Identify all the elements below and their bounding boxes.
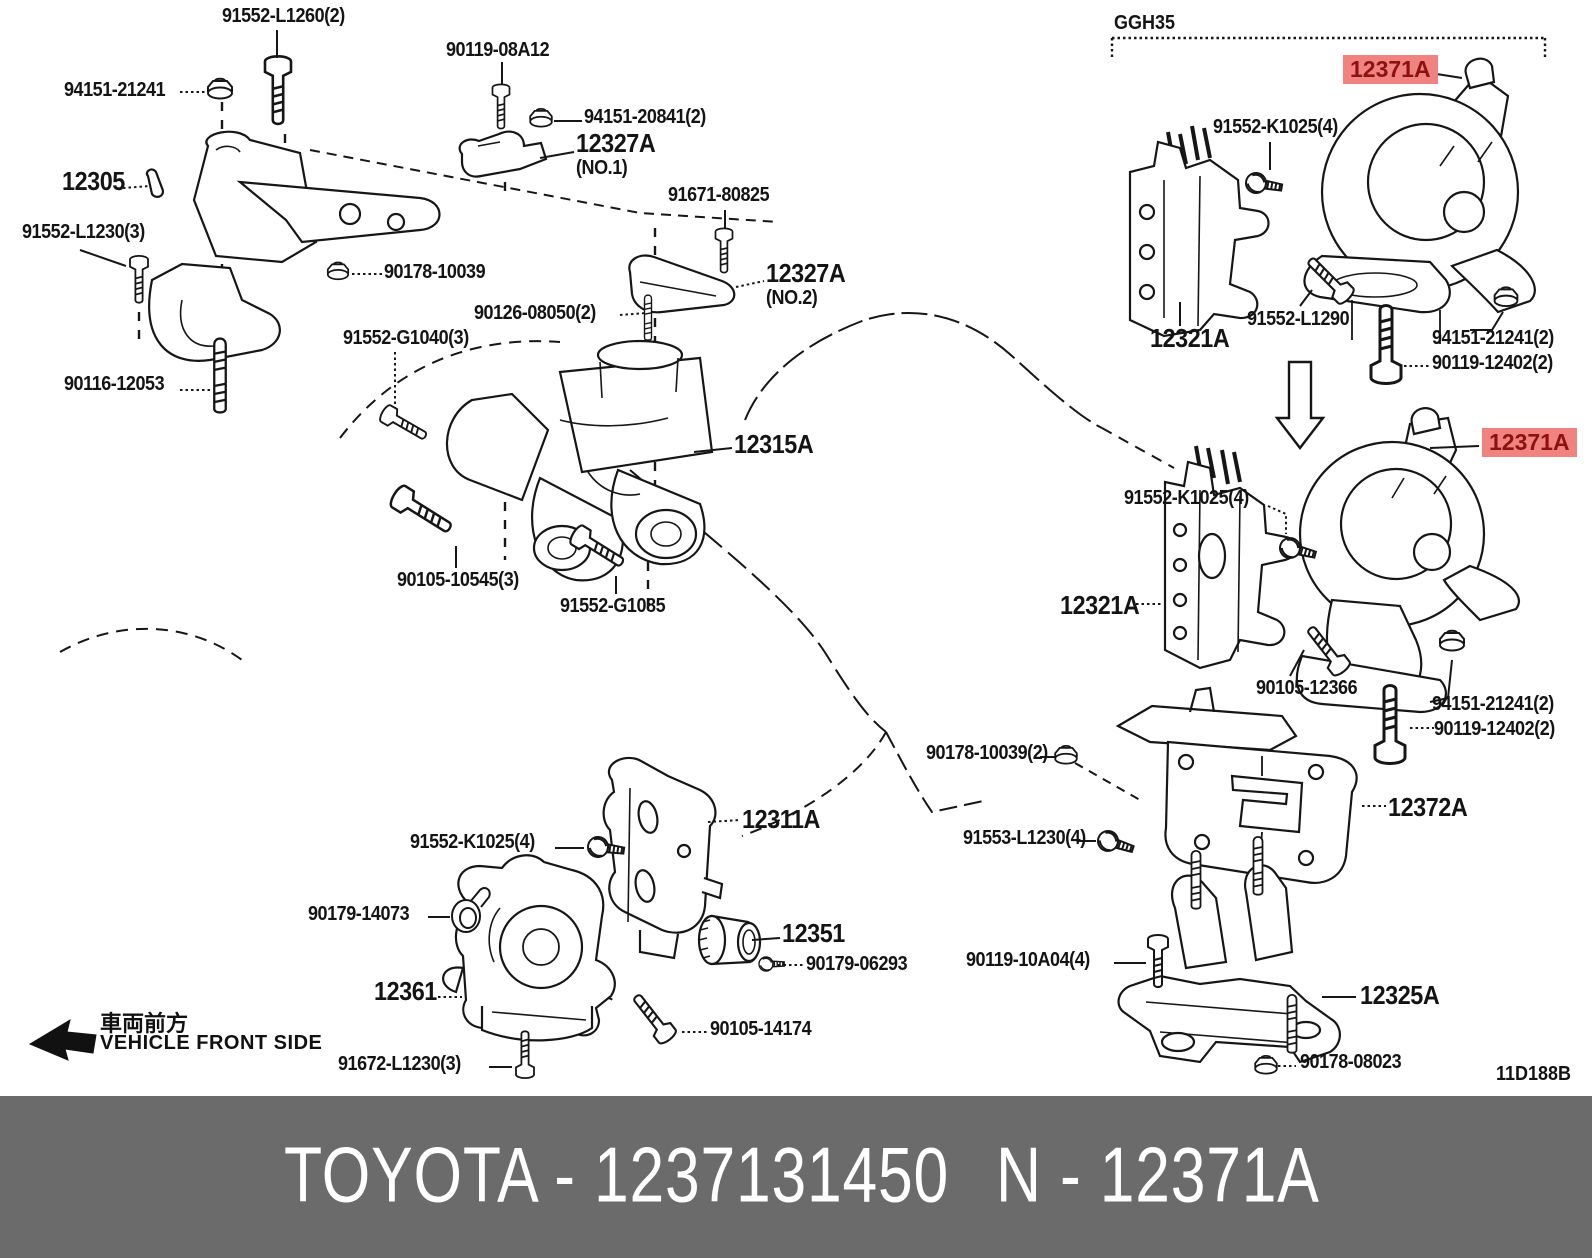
part-label-90105-10545: 90105-10545(3) bbox=[397, 569, 519, 591]
part-drawing-12321a-lower bbox=[1163, 445, 1298, 670]
vehicle-front-label-jp: 車両前方 bbox=[100, 1011, 189, 1036]
highlighted-part-label-12371a-lower[interactable]: 12371A bbox=[1482, 428, 1577, 458]
highlighted-part-label-12371a-top[interactable]: 12371A bbox=[1343, 55, 1438, 85]
part-drawing-12371a-lower bbox=[1295, 407, 1520, 734]
part-label-94151-20841: 94151-20841(2) bbox=[584, 106, 706, 128]
part-label-90126-08050: 90126-08050(2) bbox=[474, 302, 596, 324]
part-label-12327a-no2: 12327A bbox=[766, 258, 846, 288]
vehicle-front-arrow-icon bbox=[28, 1018, 97, 1061]
leader-lines bbox=[79, 30, 1504, 1068]
part-label-90119-10A04: 90119-10A04(4) bbox=[966, 949, 1090, 971]
part-label-94151-21241-2-top: 94151-21241(2) bbox=[1432, 327, 1554, 349]
part-drawing-12351 bbox=[697, 914, 762, 966]
part-label-12351: 12351 bbox=[782, 918, 845, 948]
part-label-94151-21241-2-lower: 94151-21241(2) bbox=[1432, 693, 1554, 715]
part-label-12325a: 12325A bbox=[1360, 980, 1440, 1010]
part-label-no1: (NO.1) bbox=[576, 157, 628, 179]
part-label-12372a: 12372A bbox=[1388, 792, 1468, 822]
part-label-91552-L1290: 91552-L1290 bbox=[1247, 308, 1350, 330]
part-drawing-12325a bbox=[1117, 864, 1341, 1064]
part-label-12321a-lower: 12321A bbox=[1060, 590, 1140, 620]
part-drawing-12372a bbox=[1115, 686, 1358, 884]
part-label-12305: 12305 bbox=[62, 166, 125, 196]
part-label-90119-08A12: 90119-08A12 bbox=[446, 39, 550, 61]
part-label-91552-K1025-bl: 91552-K1025(4) bbox=[410, 831, 535, 853]
part-label-90119-12402-top: 90119-12402(2) bbox=[1432, 352, 1553, 374]
part-drawing-12305 bbox=[145, 130, 441, 362]
part-label-91553-L1230: 91553-L1230(4) bbox=[963, 827, 1086, 849]
part-drawing-12371a-top bbox=[1303, 57, 1536, 344]
part-label-90178-10039-2: 90178-10039(2) bbox=[926, 742, 1048, 764]
part-label-94151-21241: 94151-21241 bbox=[64, 79, 166, 101]
part-label-90119-12402-lower: 90119-12402(2) bbox=[1434, 718, 1555, 740]
part-label-12311a: 12311A bbox=[742, 804, 820, 834]
ggh35-bracket bbox=[1110, 36, 1547, 58]
footer-part-ref: N - 12371A bbox=[996, 1130, 1320, 1219]
part-label-91552-L1260: 91552-L1260(2) bbox=[222, 5, 345, 27]
part-label-90105-14174: 90105-14174 bbox=[710, 1018, 812, 1040]
part-label-90116-12053: 90116-12053 bbox=[64, 373, 165, 395]
part-drawing-12321a-top bbox=[1128, 125, 1270, 338]
drawing-code: 11D188B bbox=[1496, 1063, 1572, 1085]
down-arrow-icon bbox=[1274, 360, 1326, 450]
part-label-90179-06293: 90179-06293 bbox=[806, 953, 908, 975]
part-label-90179-14073: 90179-14073 bbox=[308, 903, 410, 925]
part-label-12361: 12361 bbox=[374, 976, 437, 1006]
footer-banner: TOYOTA - 1237131450 N - 12371A bbox=[0, 1096, 1592, 1258]
part-label-91671-80825: 91671-80825 bbox=[668, 184, 770, 206]
part-label-91552-G1040: 91552-G1040(3) bbox=[343, 327, 469, 349]
part-drawing-12311a bbox=[602, 756, 724, 960]
part-label-12327a-no1: 12327A bbox=[576, 128, 656, 158]
part-label-90105-12366: 90105-12366 bbox=[1256, 677, 1358, 699]
part-label-90178-08023: 90178-08023 bbox=[1300, 1051, 1402, 1073]
footer-brand-part-number: TOYOTA - 1237131450 bbox=[284, 1130, 950, 1219]
part-label-12315a: 12315A bbox=[734, 429, 814, 459]
part-label-91552-L1230: 91552-L1230(3) bbox=[22, 221, 145, 243]
part-label-91552-G1085: 91552-G1085 bbox=[560, 595, 666, 617]
part-label-no2: (NO.2) bbox=[766, 287, 818, 309]
part-drawing-12361 bbox=[442, 854, 616, 1042]
part-label-12321a-top: 12321A bbox=[1150, 323, 1230, 353]
variant-code-ggh35: GGH35 bbox=[1114, 12, 1176, 34]
vehicle-front-label-en: VEHICLE FRONT SIDE bbox=[100, 1032, 323, 1054]
part-label-91672-L1230: 91672-L1230(3) bbox=[338, 1053, 461, 1075]
part-drawing-12327a-no1 bbox=[458, 130, 548, 178]
part-drawing-12327a-no2 bbox=[628, 254, 736, 314]
part-label-91552-K1025-top: 91552-K1025(4) bbox=[1213, 116, 1338, 138]
part-label-90178-10039: 90178-10039 bbox=[384, 261, 486, 283]
part-label-91552-K1025-mid: 91552-K1025(4) bbox=[1124, 487, 1249, 509]
